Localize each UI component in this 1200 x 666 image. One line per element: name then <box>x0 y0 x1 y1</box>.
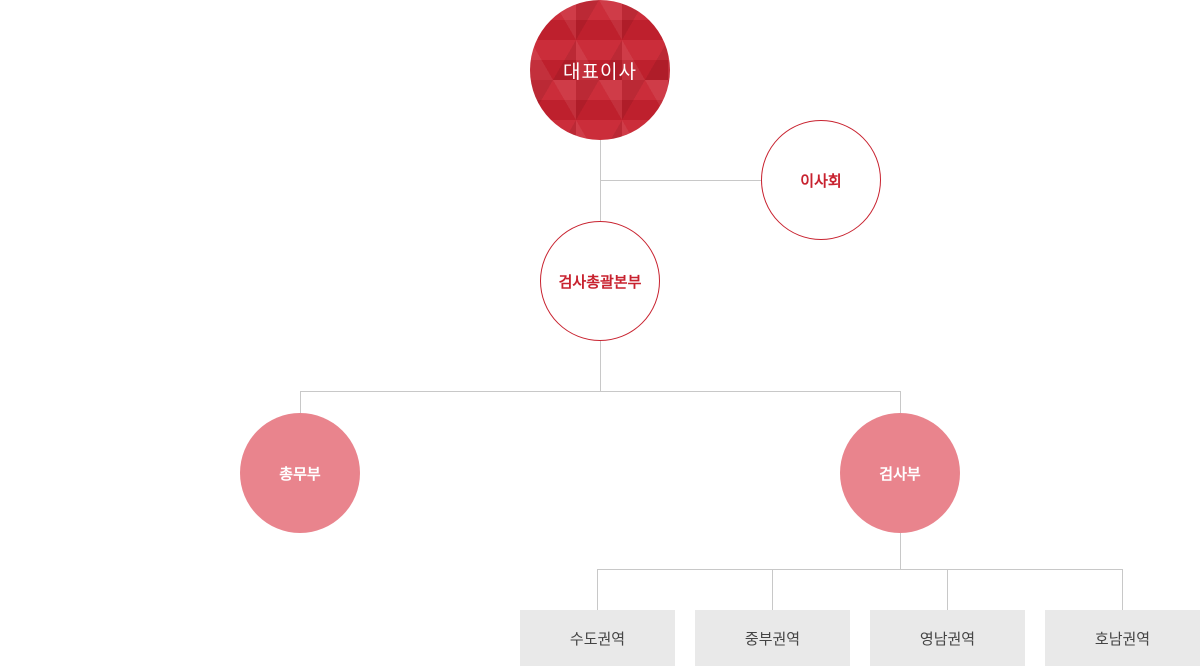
connector-region-horizontal <box>597 569 1123 570</box>
connector-region-2 <box>772 569 773 610</box>
region-box-capital: 수도권역 <box>520 610 675 666</box>
ceo-node: 대표이사 <box>530 0 670 140</box>
general-affairs-label: 총무부 <box>279 464 321 483</box>
connector-dept-horizontal <box>300 391 901 392</box>
inspection-label: 검사부 <box>879 464 921 483</box>
board-node: 이사회 <box>761 120 881 240</box>
hq-label: 검사총괄본부 <box>558 272 642 291</box>
board-label: 이사회 <box>800 171 842 190</box>
region-box-central: 중부권역 <box>695 610 850 666</box>
connector-region-1 <box>597 569 598 610</box>
general-affairs-node: 총무부 <box>240 413 360 533</box>
region-box-honam: 호남권역 <box>1045 610 1200 666</box>
hq-node: 검사총괄본부 <box>540 221 660 341</box>
region-label: 수도권역 <box>569 629 626 648</box>
connector-region-3 <box>947 569 948 610</box>
ceo-label: 대표이사 <box>563 60 637 83</box>
region-label: 영남권역 <box>919 629 976 648</box>
connector-dept-ga <box>300 391 301 413</box>
inspection-node: 검사부 <box>840 413 960 533</box>
region-label: 호남권역 <box>1094 629 1151 648</box>
connector-insp-down <box>900 533 901 569</box>
connector-dept-insp <box>900 391 901 413</box>
connector-region-4 <box>1122 569 1123 610</box>
region-box-yeongnam: 영남권역 <box>870 610 1025 666</box>
region-label: 중부권역 <box>744 629 801 648</box>
connector-hq-down <box>600 341 601 392</box>
connector-board <box>600 180 761 181</box>
